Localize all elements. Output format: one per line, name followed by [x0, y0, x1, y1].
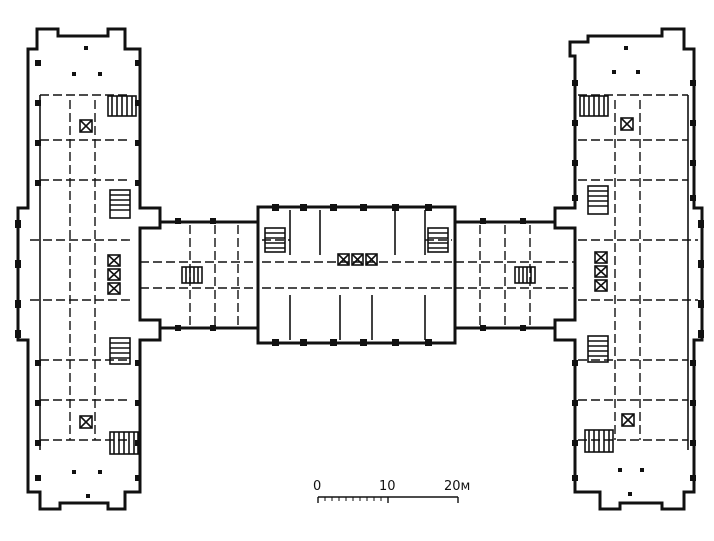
left-wing-stair-bottom: [109, 431, 139, 455]
left-wing-columns: [72, 46, 102, 498]
right-elevator-bank: [594, 251, 608, 292]
elevator-shaft-icon: [79, 119, 93, 133]
right-wing-piers: [572, 80, 704, 481]
central-block-piers: [272, 204, 432, 346]
elevator-shaft-icon: [79, 415, 93, 429]
scale-label-20: 20м: [444, 479, 470, 494]
right-wing-stair-mid-upper: [587, 185, 609, 215]
scale-bar: 0 10 20м: [313, 479, 470, 503]
left-elevator-bank: [107, 254, 121, 295]
stair-icon: [181, 266, 203, 284]
scale-label-0: 0: [313, 479, 321, 494]
left-wing-stair-top: [107, 95, 137, 117]
central-block-partitions: [262, 210, 452, 340]
left-connector: [140, 218, 258, 331]
right-wing-partitions: [578, 94, 698, 450]
scale-label-10: 10: [379, 479, 396, 494]
left-wing-stair-mid-upper: [109, 189, 131, 219]
right-wing-stair-bottom: [584, 429, 614, 453]
elevator-shaft-icon: [620, 117, 634, 131]
left-wing-piers: [15, 60, 141, 481]
central-block: [256, 204, 457, 346]
stair-icon: [427, 227, 449, 253]
central-block-outline: [256, 205, 457, 345]
left-wing-stair-mid-lower: [109, 337, 131, 365]
right-connector: [455, 218, 575, 331]
right-wing: [553, 27, 704, 511]
left-wing: [15, 27, 162, 511]
right-wing-outline: [553, 27, 704, 511]
right-wing-stair-mid-lower: [587, 335, 609, 363]
stair-icon: [514, 266, 536, 284]
left-wing-outline: [16, 27, 162, 511]
right-wing-columns: [612, 46, 644, 496]
central-elevator-bank: [337, 253, 378, 266]
stair-icon: [264, 227, 286, 253]
left-wing-partitions: [30, 94, 130, 450]
elevator-shaft-icon: [621, 413, 635, 427]
right-wing-stair-top: [579, 95, 609, 117]
